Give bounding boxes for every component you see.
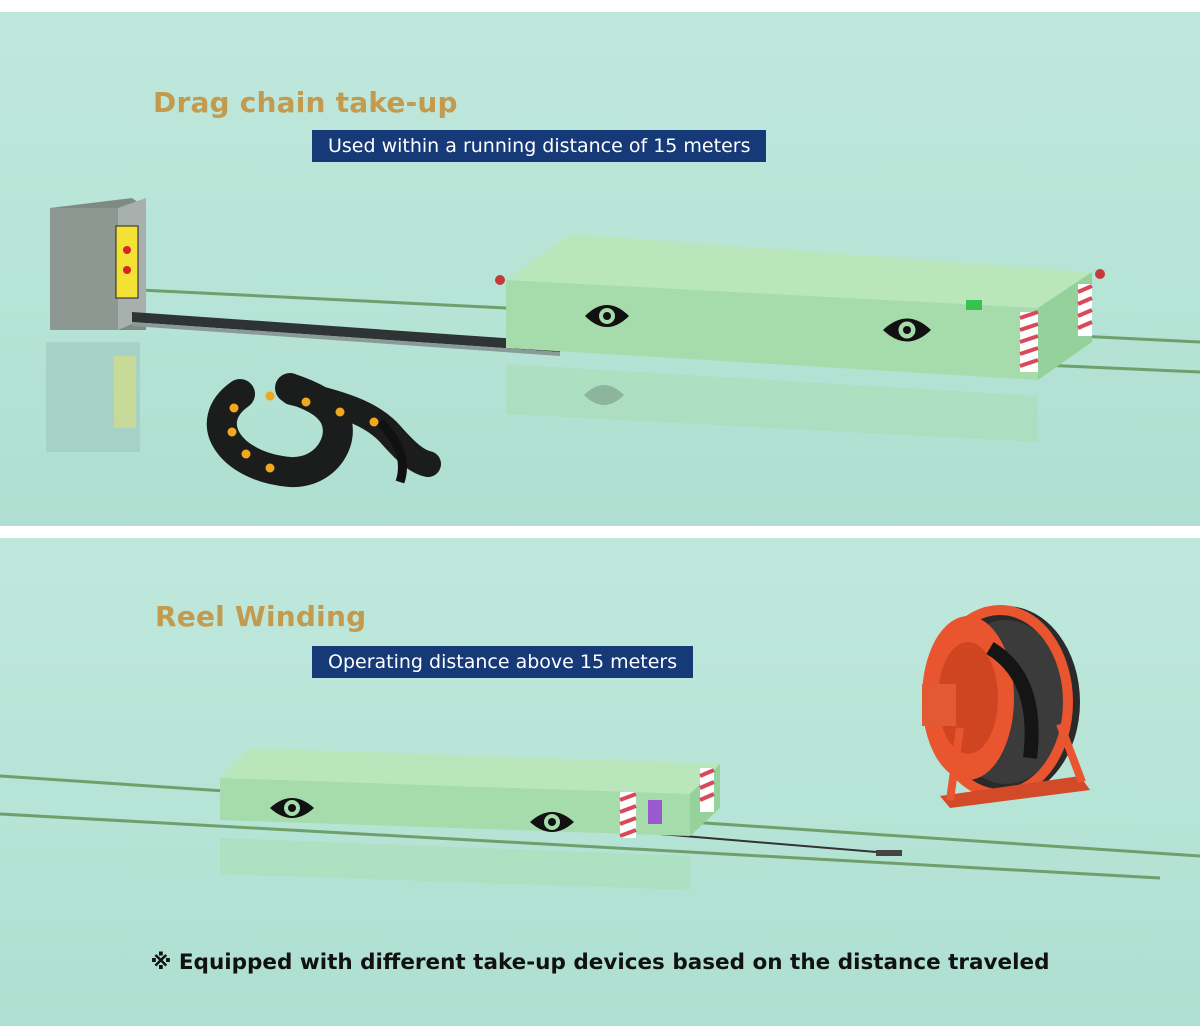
transfer-cart <box>220 748 720 890</box>
drag-chain-scene <box>46 198 1200 487</box>
cable-reel-icon <box>922 605 1090 808</box>
rail-line <box>0 812 1161 880</box>
drag-chain-icon <box>206 373 441 487</box>
reel-winding-distance-tag: Operating distance above 15 meters <box>312 646 694 678</box>
eye-logo-icon <box>530 812 574 832</box>
eye-logo-icon <box>270 798 314 818</box>
cable-line <box>659 833 901 855</box>
cable-clip <box>876 850 902 856</box>
drag-chain-distance-tag: Used within a running distance of 15 met… <box>312 130 767 162</box>
reel-winding-scene <box>0 605 1200 890</box>
drag-chain-title: Drag chain take-up <box>153 86 458 119</box>
drag-chain-panel: Drag chain take-up Used within a running… <box>0 12 1200 526</box>
reel-winding-panel: Reel Winding Operating distance above 15… <box>0 538 1200 1026</box>
footnote-text: ※ Equipped with different take-up device… <box>150 950 1050 975</box>
eye-logo-reflection <box>584 385 624 405</box>
eye-logo-icon <box>585 305 629 327</box>
reel-winding-title: Reel Winding <box>155 600 367 633</box>
control-box-icon <box>46 198 146 452</box>
transfer-cart <box>495 234 1105 442</box>
eye-logo-icon <box>883 318 931 342</box>
